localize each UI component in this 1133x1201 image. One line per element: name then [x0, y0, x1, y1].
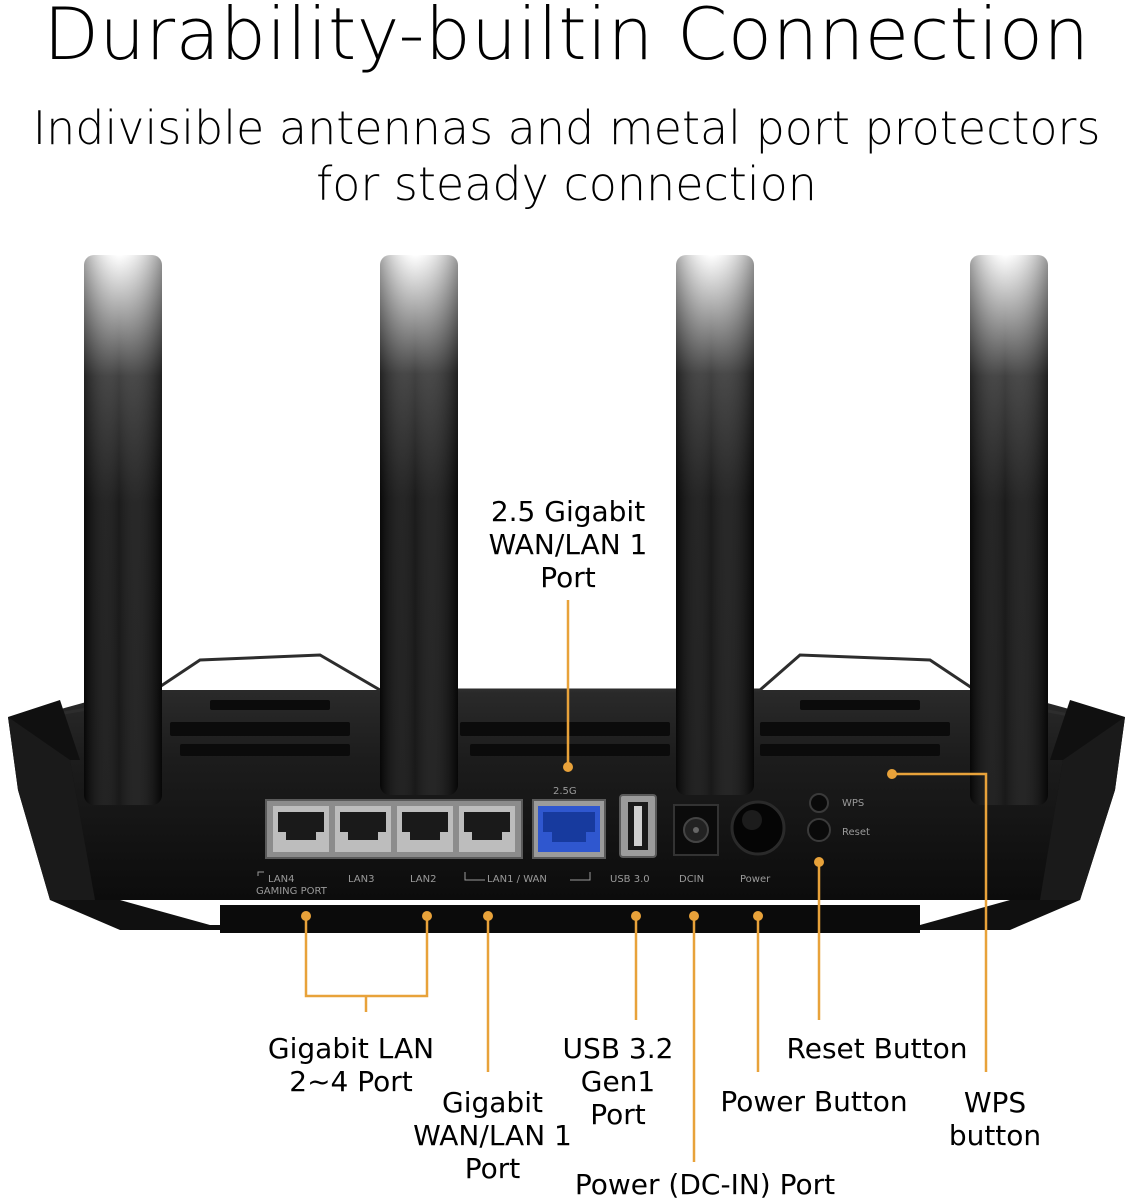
usb-port [619, 794, 657, 858]
ethernet-port-lan1-wan [459, 806, 515, 852]
callout-dc-in-port: Power (DC-IN) Port [574, 1168, 836, 1201]
callout-usb-port: USB 3.2 Gen1 Port [548, 1032, 688, 1131]
antenna-2 [380, 255, 458, 795]
label-dcin: DCIN [679, 874, 704, 885]
label-lan4: LAN4 [268, 874, 294, 885]
page-subtitle: Indivisible antennas and metal port prot… [0, 100, 1133, 212]
antennas [84, 255, 1048, 805]
label-reset: Reset [842, 827, 870, 838]
antenna-3 [676, 255, 754, 795]
subtitle-line-1: Indivisible antennas and metal port prot… [32, 101, 1101, 155]
callout-line: Port [540, 561, 596, 594]
callout-line: Port [464, 1152, 521, 1185]
callout-dots [301, 762, 897, 921]
port-2-5g [532, 799, 606, 859]
callout-line: Gigabit LAN [267, 1032, 435, 1065]
router-silkscreen: 2.5G LAN4 LAN3 GAMING PORT LAN2 LAN1 / W… [256, 786, 870, 897]
power-button-shape [730, 800, 786, 856]
callout-wps-button: WPS button [935, 1086, 1055, 1152]
lan-port-block [265, 799, 523, 859]
subtitle-line-2: for steady connection [316, 157, 817, 211]
callout-line: Port [590, 1098, 646, 1131]
callout-line: WAN/LAN 1 [488, 528, 648, 561]
callout-line: Gigabit [442, 1086, 543, 1119]
antenna-4 [970, 255, 1048, 805]
ethernet-port-lan4 [273, 806, 329, 852]
callout-line: Gen1 [580, 1065, 656, 1098]
dc-in-port [673, 804, 719, 856]
callout-line: 2~4 Port [289, 1065, 413, 1098]
label-lan3: LAN3 [348, 874, 374, 885]
label-lan1-wan: LAN1 / WAN [487, 874, 547, 885]
callout-line: USB 3.2 [562, 1032, 674, 1065]
callout-line: WPS [963, 1086, 1027, 1119]
label-gaming-port: GAMING PORT [256, 886, 328, 897]
ethernet-port-lan3 [335, 806, 391, 852]
wps-button-shape [809, 793, 829, 813]
callout-line: button [948, 1119, 1042, 1152]
callout-lines [304, 600, 988, 1162]
antenna-1 [84, 255, 162, 805]
callout-power-button: Power Button [720, 1085, 908, 1118]
label-wps: WPS [842, 798, 864, 809]
page-title: Durability-builtin Connection [43, 0, 1090, 76]
ethernet-port-lan2 [397, 806, 453, 852]
callout-line: 2.5 Gigabit [490, 495, 646, 528]
callout-reset-button: Reset Button [786, 1032, 968, 1065]
callout-line: WAN/LAN 1 [413, 1119, 572, 1152]
label-lan2: LAN2 [410, 874, 436, 885]
label-2-5g: 2.5G [553, 786, 577, 797]
callout-2-5g-wan-lan-port: 2.5 Gigabit WAN/LAN 1 Port [468, 495, 668, 594]
callout-gigabit-wan-lan-port: Gigabit WAN/LAN 1 Port [395, 1086, 590, 1185]
callout-gigabit-lan-port: Gigabit LAN 2~4 Port [246, 1032, 456, 1098]
label-power: Power [740, 874, 771, 885]
label-usb: USB 3.0 [610, 874, 650, 885]
reset-button-shape [807, 818, 831, 842]
